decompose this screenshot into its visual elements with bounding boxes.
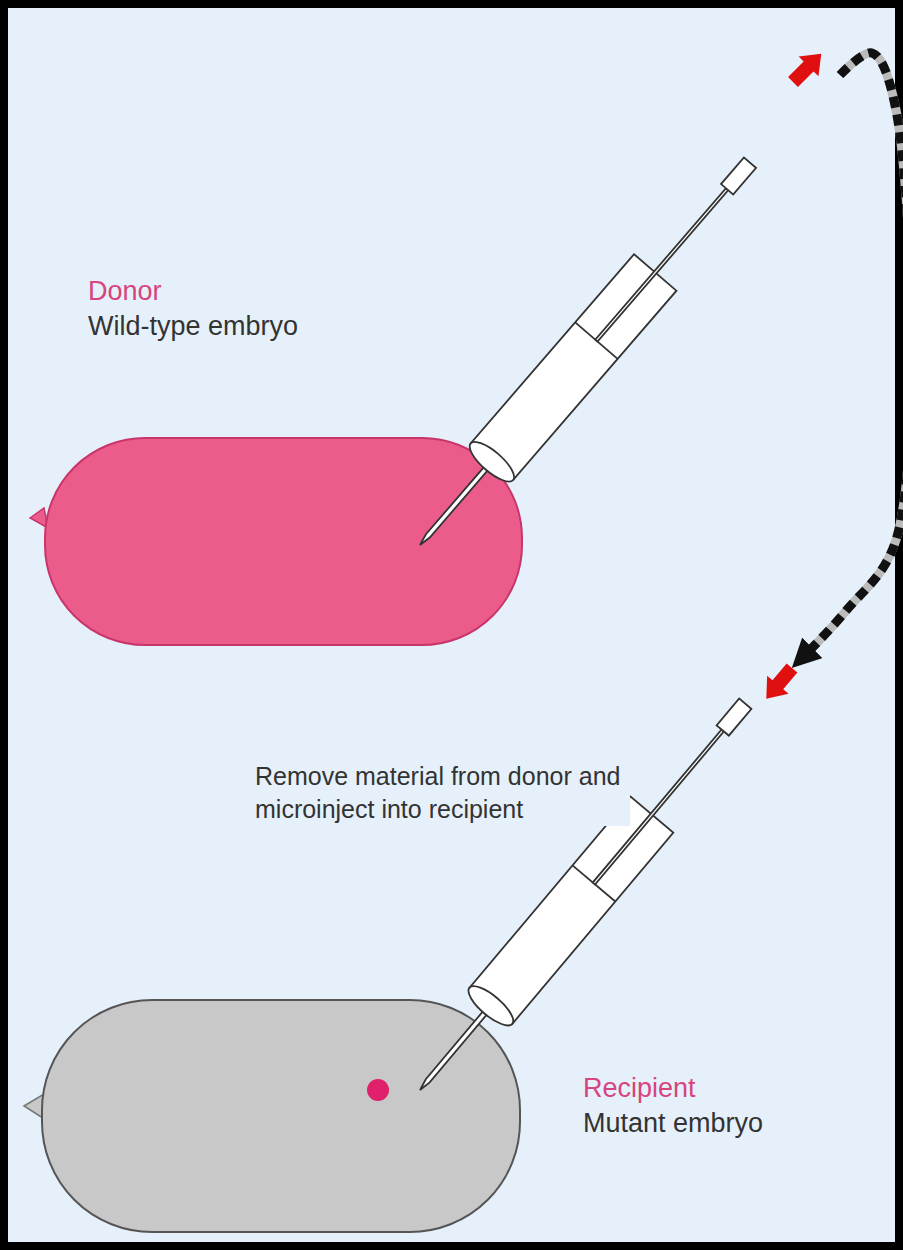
embryo-description: Mutant embryo — [583, 1107, 763, 1139]
role-heading: Donor — [88, 275, 162, 307]
red-arrow — [756, 659, 803, 708]
donor-embryo — [45, 438, 522, 645]
injected-material — [367, 1079, 389, 1101]
embryo-node: DonorWild-type embryo — [25, 30, 840, 650]
red-arrow — [783, 44, 831, 92]
syringe — [399, 144, 771, 563]
connector-base — [800, 53, 903, 660]
transfer-arrow — [800, 53, 903, 660]
embryo-node: RecipientMutant embryo — [20, 660, 840, 1240]
recipient-embryo — [42, 1000, 520, 1232]
connector-dashes — [800, 53, 903, 660]
role-heading: Recipient — [583, 1072, 696, 1104]
instruction-note: Remove material from donor and microinje… — [252, 760, 630, 826]
embryo-description: Wild-type embryo — [88, 310, 298, 342]
syringe — [399, 686, 767, 1108]
